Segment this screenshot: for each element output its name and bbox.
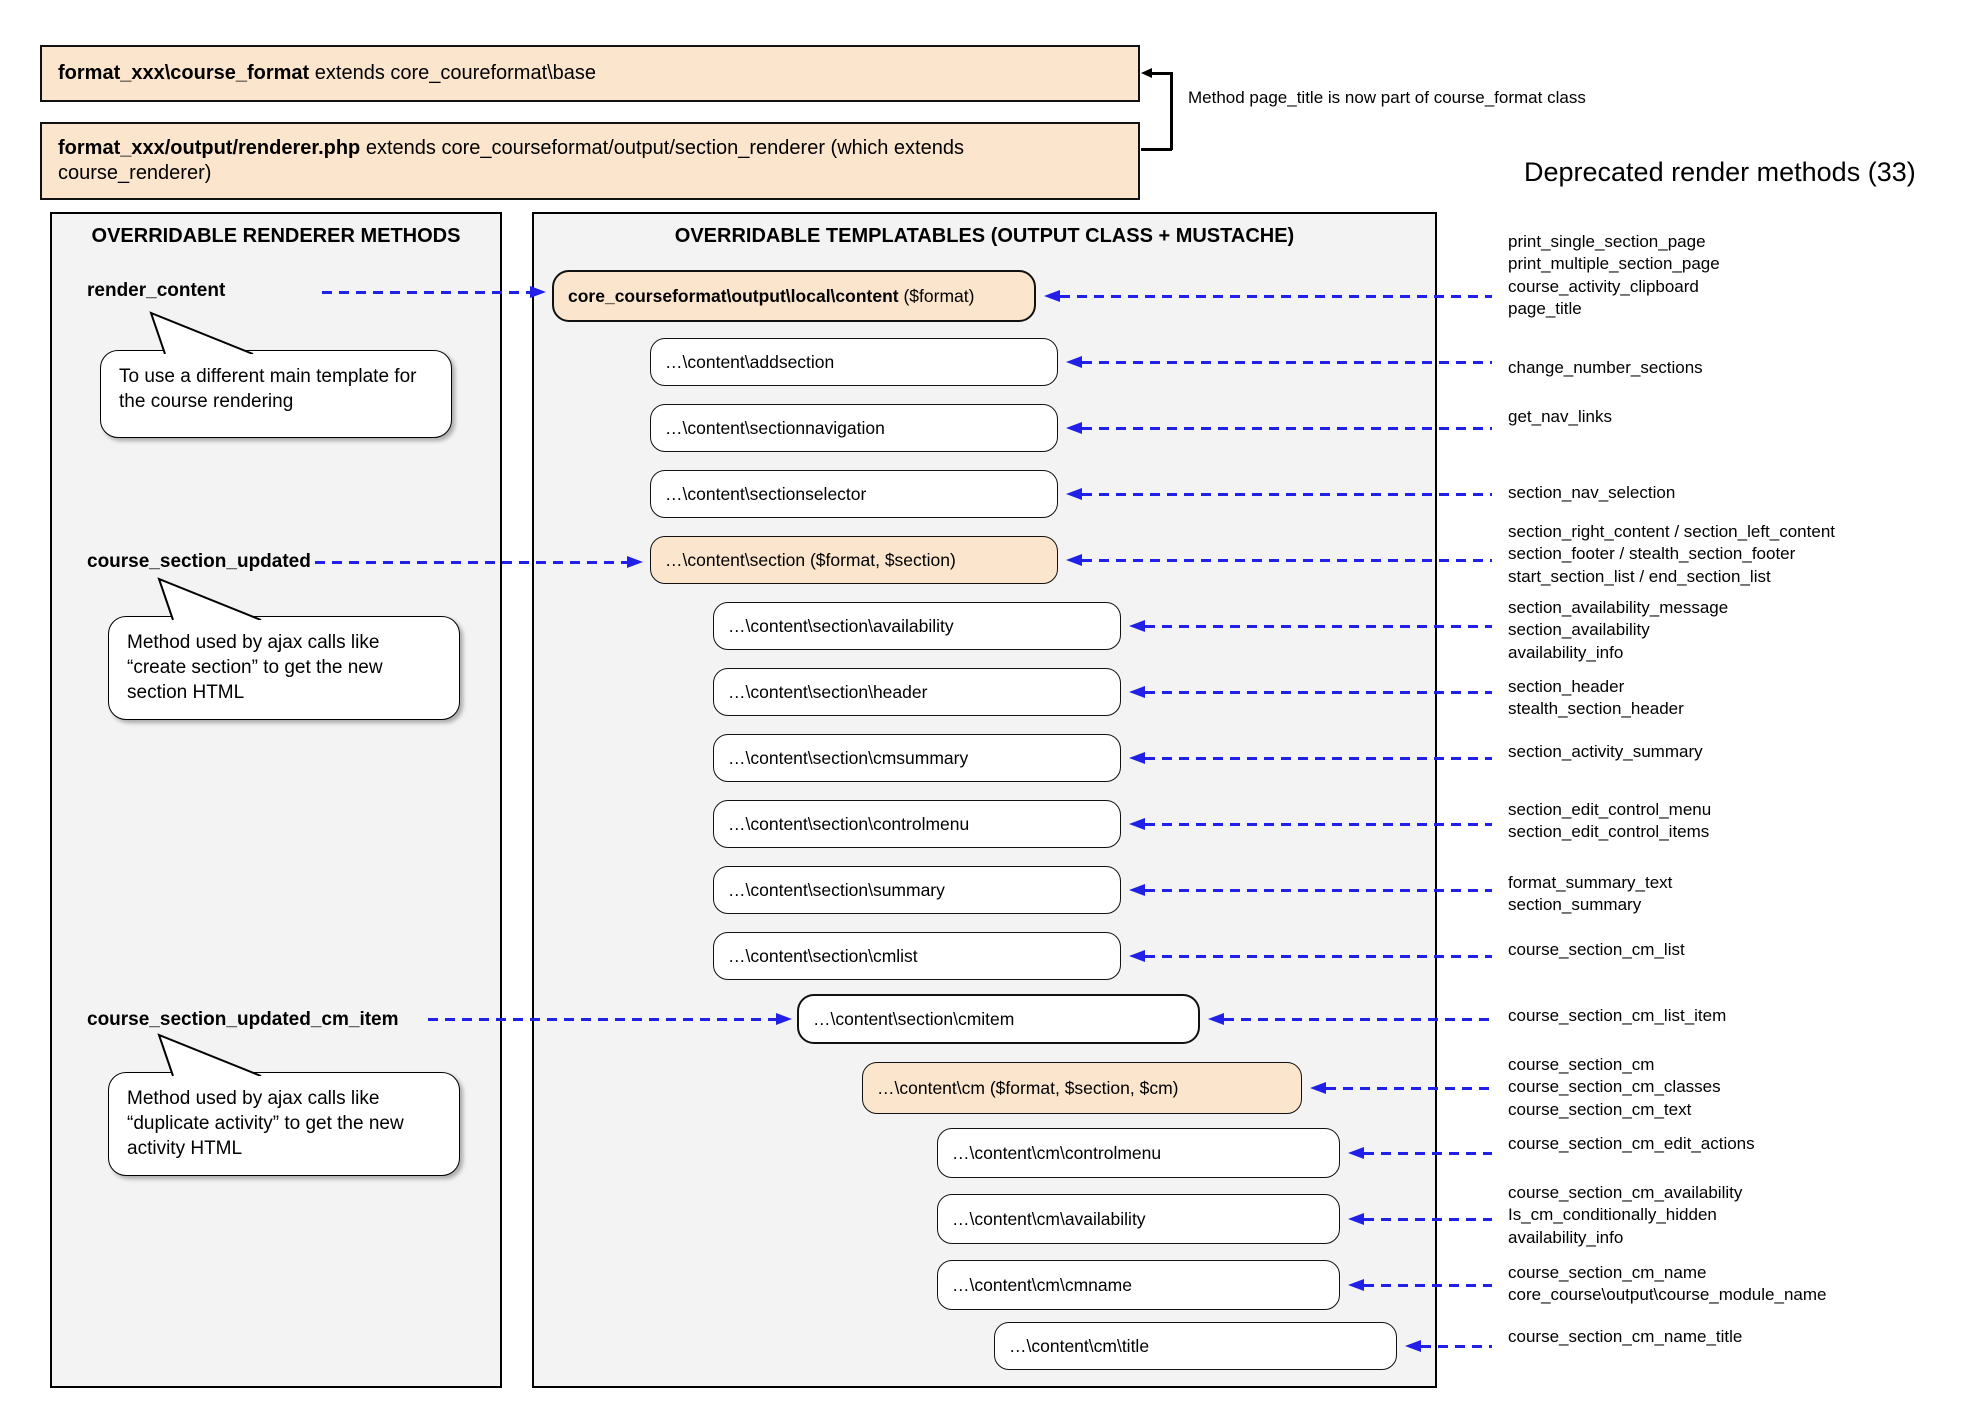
templatable-box-section-header: …\content\section\header — [713, 668, 1121, 716]
page-title-note: Method page_title is now part of course_… — [1188, 88, 1586, 107]
deprecated-method-group: format_summary_text section_summary — [1508, 873, 1673, 915]
arrow-deprecated-to-cm — [1310, 1082, 1492, 1094]
arrow-render-content-to-content — [322, 286, 546, 298]
middle-panel-title: OVERRIDABLE TEMPLATABLES (OUTPUT CLASS +… — [674, 225, 1295, 247]
templatable-box-sectionnavigation: …\content\sectionnavigation — [650, 404, 1058, 452]
templatable-box-section-cmsummary: …\content\section\cmsummary — [713, 734, 1121, 782]
deprecated-method-group: course_section_cm course_section_cm_clas… — [1508, 1055, 1721, 1119]
method-label-render-content: render_content — [87, 280, 226, 301]
templatable-box-cm-controlmenu: …\content\cm\controlmenu — [937, 1128, 1340, 1178]
bubble-render-content: To use a different main template for the… — [100, 311, 452, 438]
deprecated-method-group: change_number_sections — [1508, 358, 1703, 377]
bracket-bottom-line — [1141, 148, 1172, 151]
templatable-box-addsection: …\content\addsection — [650, 338, 1058, 386]
templatable-box-section-controlmenu: …\content\section\controlmenu — [713, 800, 1121, 848]
top-box-course-format: format_xxx\course_format extends core_co… — [40, 45, 1140, 102]
bracket-vertical-line — [1170, 72, 1173, 150]
arrow-deprecated-to-sectionnavigation — [1066, 422, 1492, 434]
deprecated-method-group: course_section_cm_availability Is_cm_con… — [1508, 1183, 1743, 1247]
top-box-renderer: format_xxx/output/renderer.php extends c… — [40, 122, 1140, 200]
method-label-course-section-updated-cm-item: course_section_updated_cm_item — [87, 1009, 399, 1030]
templatable-box-section-summary: …\content\section\summary — [713, 866, 1121, 914]
templatable-box-section: …\content\section ($format, $section) — [650, 536, 1058, 584]
arrow-deprecated-to-cm-controlmenu — [1348, 1147, 1492, 1159]
bracket-arrowhead — [1141, 68, 1152, 78]
arrow-deprecated-to-section-availability — [1129, 620, 1492, 632]
top-box-renderer-text: format_xxx/output/renderer.php extends c… — [58, 137, 964, 184]
deprecated-method-group: section_edit_control_menu section_edit_c… — [1508, 800, 1712, 842]
arrow-deprecated-to-section-cmlist — [1129, 950, 1492, 962]
arrow-course-section-updated-to-section — [315, 556, 643, 568]
bubble-course-section-updated-text: Method used by ajax calls like “create s… — [127, 632, 383, 703]
arrow-deprecated-to-section — [1066, 554, 1492, 566]
deprecated-method-group: section_right_content / section_left_con… — [1508, 522, 1835, 586]
arrow-deprecated-to-section-cmsummary — [1129, 752, 1492, 764]
arrow-deprecated-to-cm-title — [1405, 1340, 1492, 1352]
bubble-tail — [157, 577, 262, 620]
method-label-course-section-updated: course_section_updated — [87, 551, 311, 572]
bracket-top-line — [1152, 72, 1172, 75]
deprecated-method-group: course_section_cm_list_item — [1508, 1006, 1727, 1025]
templatable-box-sectionselector: …\content\sectionselector — [650, 470, 1058, 518]
arrow-deprecated-to-section-cmitem — [1208, 1013, 1492, 1025]
deprecated-method-group: course_section_cm_edit_actions — [1508, 1134, 1755, 1153]
bubble-render-content-text: To use a different main template for the… — [119, 366, 417, 412]
arrow-deprecated-to-addsection — [1066, 356, 1492, 368]
templatable-box-section-cmitem: …\content\section\cmitem — [797, 994, 1200, 1044]
templatable-box-cm-title: …\content\cm\title — [994, 1322, 1397, 1370]
templatable-box-section-availability: …\content\section\availability — [713, 602, 1121, 650]
arrow-deprecated-to-section-summary — [1129, 884, 1492, 896]
bubble-tail — [157, 1033, 262, 1076]
templatable-box-section-cmlist: …\content\section\cmlist — [713, 932, 1121, 980]
deprecated-method-group: section_header stealth_section_header — [1508, 677, 1684, 719]
arrow-course-section-updated-cm-item-to-cmitem — [428, 1013, 792, 1025]
arrow-deprecated-to-cm-cmname — [1348, 1279, 1492, 1291]
left-panel-title: OVERRIDABLE RENDERER METHODS — [91, 225, 461, 247]
deprecated-method-group: course_section_cm_name core_course\outpu… — [1508, 1263, 1827, 1305]
deprecated-method-group: section_availability_message section_ava… — [1508, 598, 1729, 662]
deprecated-heading: Deprecated render methods (33) — [1524, 157, 1916, 187]
arrow-deprecated-to-content — [1044, 290, 1492, 302]
deprecated-method-group: course_section_cm_list — [1508, 940, 1685, 959]
arrow-deprecated-to-section-controlmenu — [1129, 818, 1492, 830]
arrow-deprecated-to-sectionselector — [1066, 488, 1492, 500]
deprecated-method-group: section_activity_summary — [1508, 742, 1703, 761]
templatable-box-cm-cmname: …\content\cm\cmname — [937, 1260, 1340, 1310]
templatable-box-content: core_courseformat\output\local\content (… — [552, 270, 1036, 322]
arrow-deprecated-to-cm-availability — [1348, 1213, 1492, 1225]
templatable-box-cm-availability: …\content\cm\availability — [937, 1194, 1340, 1244]
bubble-course-section-updated-cm-item-text: Method used by ajax calls like “duplicat… — [127, 1088, 404, 1159]
deprecated-method-group: get_nav_links — [1508, 407, 1612, 426]
bubble-tail — [149, 311, 254, 354]
bubble-course-section-updated-cm-item: Method used by ajax calls like “duplicat… — [108, 1033, 460, 1176]
arrow-deprecated-to-section-header — [1129, 686, 1492, 698]
bubble-course-section-updated: Method used by ajax calls like “create s… — [108, 577, 460, 720]
top-box-course-format-text: format_xxx\course_format extends core_co… — [58, 62, 597, 84]
deprecated-method-group: print_single_section_page print_multiple… — [1508, 232, 1720, 319]
deprecated-method-group: section_nav_selection — [1508, 483, 1676, 502]
templatable-box-cm: …\content\cm ($format, $section, $cm) — [862, 1062, 1302, 1114]
deprecated-method-group: course_section_cm_name_title — [1508, 1327, 1743, 1346]
